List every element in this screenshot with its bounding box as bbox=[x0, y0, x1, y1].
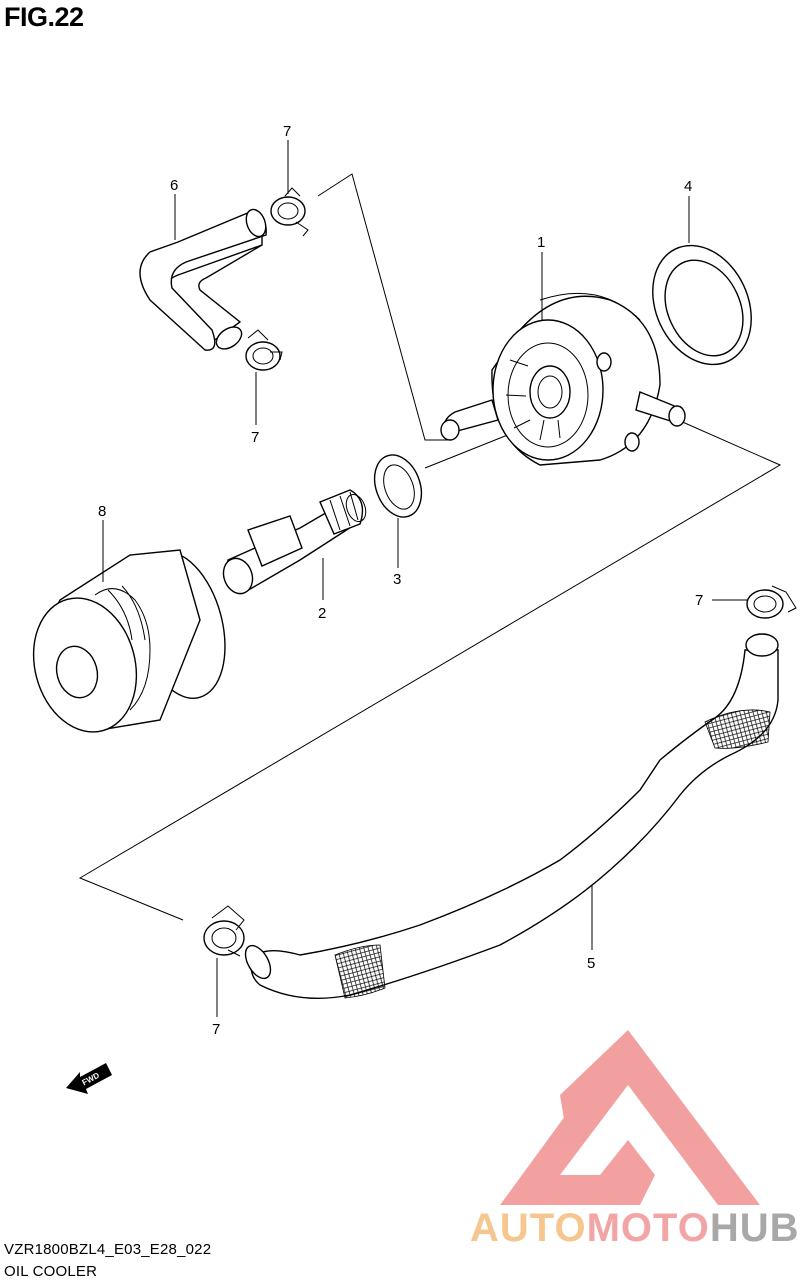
fwd-arrow-icon: FWD bbox=[66, 1063, 112, 1094]
figure-title: FIG.22 bbox=[4, 2, 84, 32]
part-7-clamp-right bbox=[746, 585, 797, 619]
watermark-logo bbox=[500, 1030, 760, 1205]
callout-labels: 1 2 3 4 5 6 7 7 7 7 8 bbox=[98, 123, 703, 1038]
section-name: OIL COOLER bbox=[4, 1263, 98, 1280]
leader-lines bbox=[102, 140, 748, 1017]
part-7-clamp-upper bbox=[270, 187, 309, 237]
part-7-clamp-left bbox=[245, 329, 283, 371]
assembly-guide-lines bbox=[78, 173, 782, 921]
callout-3: 3 bbox=[393, 571, 401, 588]
callout-7-lower: 7 bbox=[212, 1021, 220, 1038]
watermark-brand-text: AUTOMOTOHUB bbox=[470, 1206, 800, 1250]
callout-7-left: 7 bbox=[251, 429, 259, 446]
callout-4: 4 bbox=[684, 178, 692, 195]
part-2-union-bolt bbox=[222, 489, 367, 595]
callout-5: 5 bbox=[587, 955, 595, 972]
part-4-o-ring bbox=[652, 244, 752, 366]
part-7-clamp-lower bbox=[203, 905, 245, 957]
part-1-oil-cooler bbox=[440, 292, 686, 466]
callout-1: 1 bbox=[537, 234, 545, 251]
part-5-hose bbox=[244, 633, 779, 999]
model-code: VZR1800BZL4_E03_E28_022 bbox=[4, 1241, 212, 1258]
part-3-o-ring bbox=[373, 454, 423, 518]
part-8-oil-filter bbox=[32, 549, 226, 733]
callout-7-right: 7 bbox=[695, 592, 703, 609]
callout-8: 8 bbox=[98, 503, 106, 520]
callout-7-upper: 7 bbox=[283, 123, 291, 140]
part-6-hose bbox=[139, 208, 267, 351]
callout-2: 2 bbox=[318, 605, 326, 622]
callout-6: 6 bbox=[170, 177, 178, 194]
